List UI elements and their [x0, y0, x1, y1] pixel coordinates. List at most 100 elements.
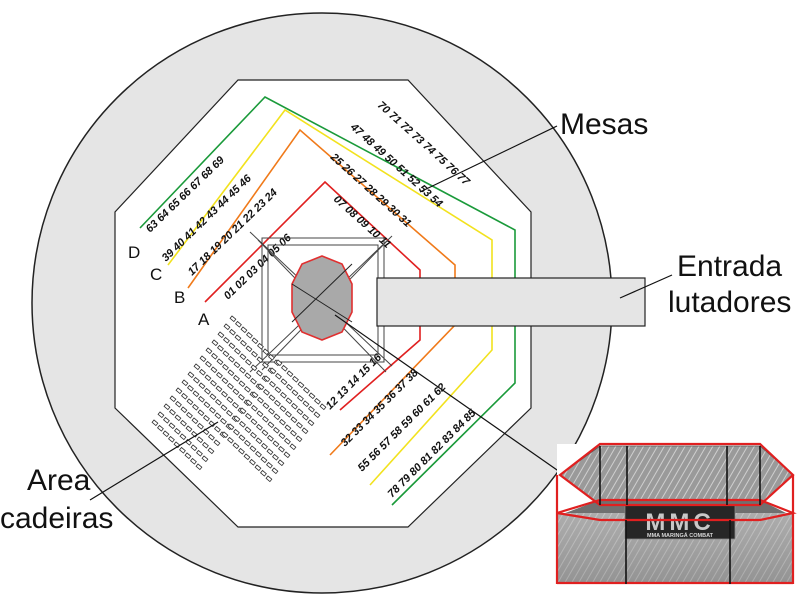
chair [239, 353, 247, 361]
chair [228, 342, 236, 350]
chair [279, 405, 287, 413]
chair [232, 388, 240, 396]
row-label-c: C [150, 265, 162, 284]
chair [174, 414, 182, 422]
chair [296, 421, 303, 429]
chair [281, 364, 288, 372]
chair [256, 369, 263, 377]
chair [209, 406, 216, 414]
chair [284, 437, 291, 445]
chair [227, 423, 235, 431]
chair [268, 394, 276, 402]
chair [232, 401, 239, 409]
chair [295, 435, 303, 443]
chair [271, 467, 279, 475]
chair [275, 372, 282, 380]
chair [278, 432, 286, 440]
chair [226, 396, 234, 404]
chair [244, 439, 251, 447]
chair [169, 408, 176, 416]
chair [292, 375, 299, 383]
chair [239, 407, 247, 415]
chair [187, 371, 195, 379]
chair [163, 403, 171, 411]
chair [238, 393, 245, 401]
chair [210, 379, 217, 387]
chair [220, 404, 228, 412]
chair [205, 347, 213, 355]
chair [266, 461, 273, 469]
chair [244, 372, 252, 380]
chair [302, 413, 309, 421]
chair [244, 385, 251, 393]
area-label-line1: Area [27, 464, 91, 497]
chair [319, 403, 327, 411]
chair [285, 410, 292, 418]
area-label-line2: cadeiras [0, 502, 113, 535]
chair [267, 434, 274, 442]
chair [313, 411, 321, 419]
chair [272, 440, 280, 448]
chair [186, 411, 193, 419]
entrada-label-line1: Entrada [677, 250, 782, 283]
chair [211, 352, 218, 360]
chair [214, 425, 221, 433]
chair [175, 387, 183, 395]
chair [244, 426, 252, 434]
chair [213, 439, 221, 447]
chair [174, 427, 181, 435]
chair [290, 416, 298, 424]
chair [262, 361, 269, 369]
chair [192, 403, 199, 411]
chair [274, 386, 282, 394]
chair [251, 391, 259, 399]
chair [222, 350, 230, 358]
chair [250, 364, 258, 372]
chair [239, 420, 246, 428]
chair [262, 402, 270, 410]
chair [251, 337, 259, 345]
chair [272, 453, 279, 461]
chair [269, 380, 276, 388]
chair [308, 392, 316, 400]
chair [255, 450, 262, 458]
chair [254, 464, 262, 472]
chair [267, 421, 275, 429]
chair [223, 323, 231, 331]
chair [180, 419, 187, 427]
chair [197, 409, 205, 417]
chair [269, 367, 277, 375]
chair [274, 399, 281, 407]
chair [273, 426, 280, 434]
chair [291, 389, 299, 397]
chair [197, 422, 204, 430]
chair [250, 418, 258, 426]
chair [196, 449, 203, 457]
chair [265, 475, 273, 483]
chair [204, 374, 212, 382]
chair [263, 388, 270, 396]
chair [217, 331, 225, 339]
cage-logo-banner: MMC MMA MARINGÁ COMBAT [624, 504, 736, 540]
chair [307, 419, 315, 427]
chair [217, 344, 224, 352]
chair [283, 451, 291, 459]
chair [301, 427, 309, 435]
chair [232, 442, 240, 450]
chair [238, 380, 246, 388]
chair [208, 433, 215, 441]
row-label-a: A [198, 310, 210, 329]
chair [214, 412, 222, 420]
chair [285, 397, 293, 405]
mesas-label: Mesas [560, 108, 648, 141]
chair [216, 371, 223, 379]
chair [296, 408, 304, 416]
row-label-d: D [128, 243, 140, 262]
chair [268, 407, 275, 415]
chair [229, 315, 237, 323]
chair [162, 430, 170, 438]
chair [215, 398, 222, 406]
chair [202, 441, 209, 449]
chair [227, 369, 235, 377]
